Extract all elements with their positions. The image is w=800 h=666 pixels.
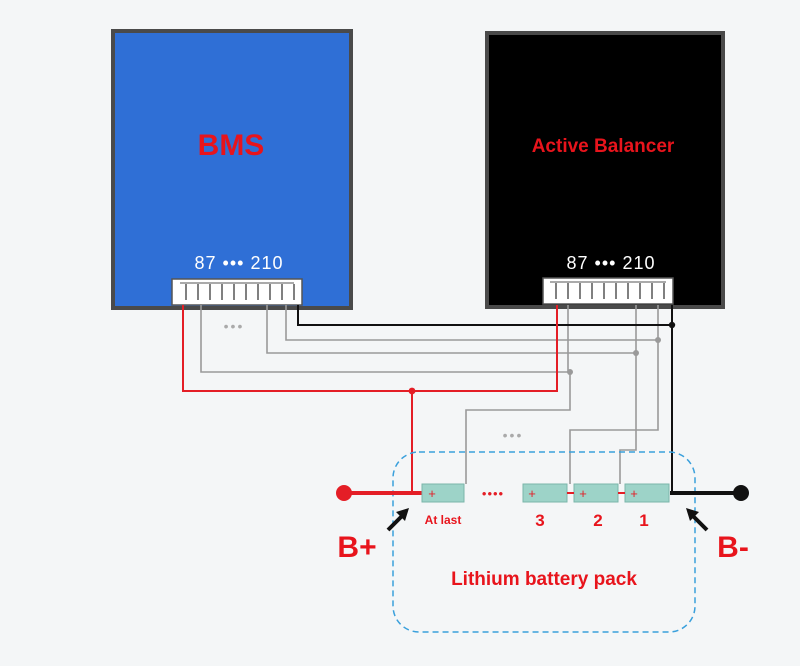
wires-ellipsis-lower: ••• xyxy=(503,427,524,443)
battery-pack-boundary xyxy=(392,451,696,633)
cell-3: + xyxy=(522,483,568,503)
balancer-label: Active Balancer xyxy=(532,136,675,157)
red-positive-wire xyxy=(182,305,558,493)
cells-dots: •••• xyxy=(482,486,504,501)
cell-label-at-last: At last xyxy=(425,513,462,527)
black-junction xyxy=(668,321,676,329)
gray-sense-wires xyxy=(200,305,659,484)
wires-ellipsis-upper: ••• xyxy=(224,318,245,334)
negative-arrow-icon xyxy=(686,508,709,532)
cell-at-last: + xyxy=(421,483,465,503)
balancer-pin-numbers: 87 ••• 210 xyxy=(567,253,656,273)
cell-label-1: 1 xyxy=(639,511,648,530)
cell-1: + xyxy=(624,483,670,503)
negative-terminal-label: B- xyxy=(717,531,749,564)
positive-arrow-icon xyxy=(386,508,409,532)
bms-box xyxy=(111,29,353,310)
cell-plus-sign: + xyxy=(579,486,587,501)
negative-terminal-dot xyxy=(733,485,749,501)
black-negative-wire xyxy=(297,305,673,493)
cell-plus-sign: + xyxy=(630,486,638,501)
balancer-box xyxy=(485,31,725,309)
cell-plus-sign: + xyxy=(528,486,536,501)
cell-label-2: 2 xyxy=(593,511,602,530)
bms-connector xyxy=(171,278,303,306)
balancer-connector xyxy=(542,277,674,305)
wire-junctions xyxy=(567,337,661,375)
bms-label: BMS xyxy=(198,129,265,162)
battery-pack-label: Lithium battery pack xyxy=(451,569,637,590)
bms-pin-numbers: 87 ••• 210 xyxy=(195,253,284,273)
red-junction xyxy=(408,387,416,395)
positive-terminal-dot xyxy=(336,485,352,501)
cell-plus-sign: + xyxy=(428,486,436,501)
cell-2: + xyxy=(573,483,619,503)
cell-label-3: 3 xyxy=(535,511,544,530)
positive-terminal-label: B+ xyxy=(337,531,376,564)
